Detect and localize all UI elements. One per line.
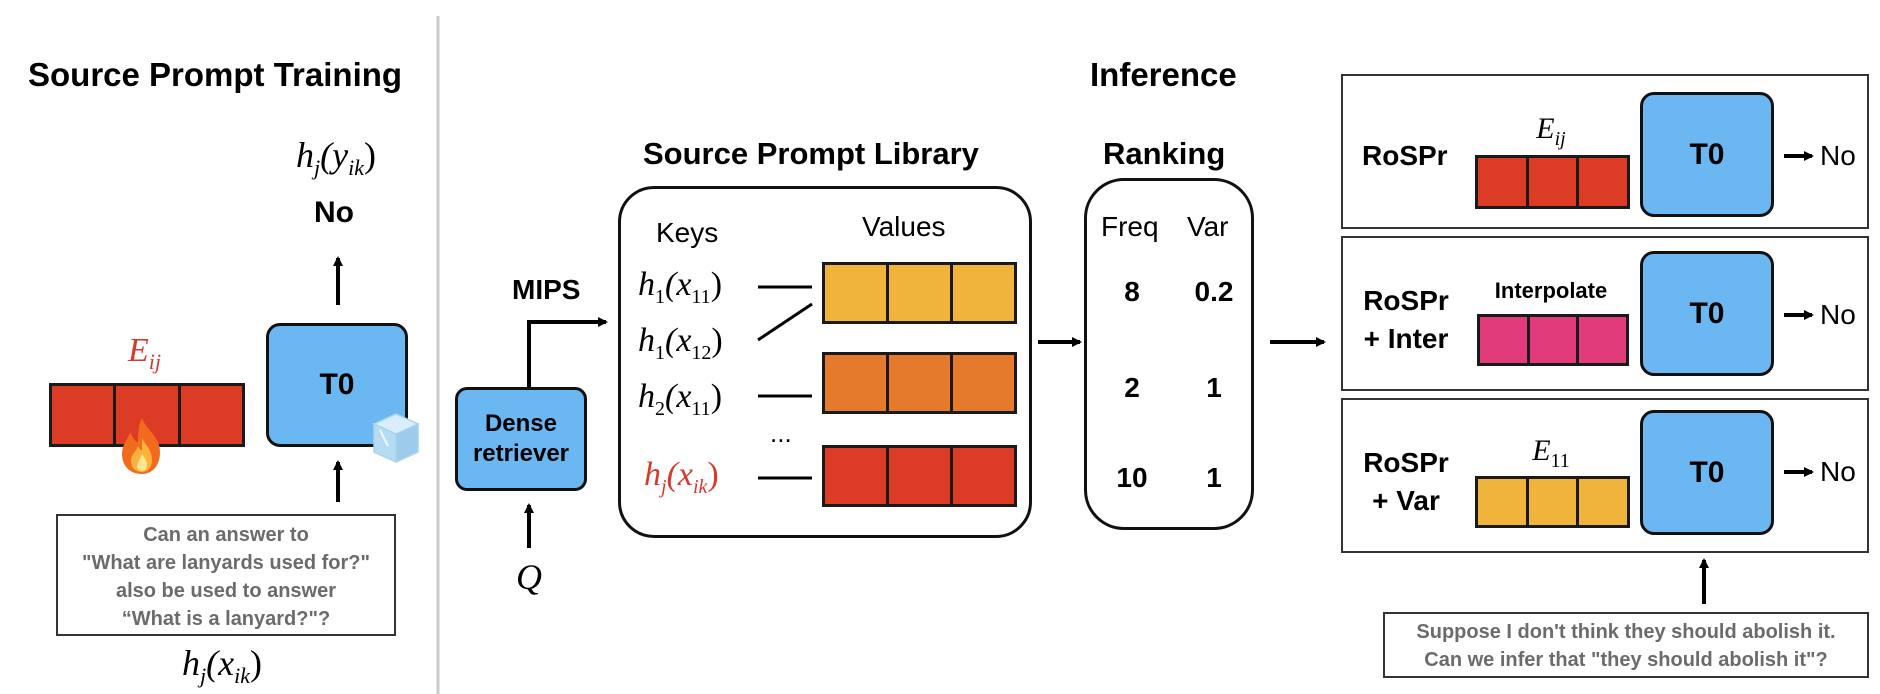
panel-rospr-var-output: No bbox=[1820, 456, 1856, 487]
inference-question-box: Suppose I don't think they should abolis… bbox=[1383, 612, 1869, 678]
panel-rospr-name: RoSPr bbox=[1362, 140, 1448, 171]
ranking-box bbox=[1084, 178, 1254, 530]
var-value: 1 bbox=[1206, 372, 1222, 403]
panel-rospr bbox=[1341, 74, 1869, 229]
fire-icon bbox=[122, 418, 160, 474]
panel-rospr-inter-prompt-label: Interpolate bbox=[1494, 278, 1608, 303]
panel-rospr-var-t0: T0 bbox=[1640, 410, 1774, 535]
library-title: Source Prompt Library bbox=[643, 136, 979, 171]
training-title: Source Prompt Training bbox=[28, 56, 403, 93]
inference-title: Inference bbox=[1090, 56, 1237, 93]
panel-rospr-var-prompt bbox=[1475, 476, 1630, 528]
panel-rospr-inter bbox=[1341, 236, 1869, 391]
prompt-embedding-label: Eij bbox=[128, 332, 162, 374]
freq-value: 8 bbox=[1124, 276, 1140, 307]
panel-rospr-prompt-label: Eij bbox=[1536, 112, 1566, 150]
panel-rospr-inter-name: RoSPr + Inter bbox=[1363, 285, 1449, 354]
kv-line-2 bbox=[757, 302, 813, 342]
key-hj-xik: hj(xik) bbox=[644, 456, 719, 498]
ice-cube-icon bbox=[372, 413, 420, 464]
question-line: Can we infer that "they should abolish i… bbox=[1424, 649, 1828, 671]
var-value: 0.2 bbox=[1194, 276, 1234, 307]
input-formula: hj(xik) bbox=[182, 643, 262, 689]
panel-rospr-output: No bbox=[1820, 140, 1856, 171]
var-value: 1 bbox=[1206, 462, 1222, 493]
panel-rospr-var-prompt-label: E11 bbox=[1532, 434, 1570, 472]
prompt-cell bbox=[180, 386, 242, 444]
arrow-mips bbox=[527, 317, 608, 388]
training-question-box: Can an answer to "What are lanyards used… bbox=[56, 514, 396, 636]
freq-value: 2 bbox=[1124, 372, 1140, 403]
key-h2-x11: h2(x11) bbox=[638, 378, 723, 420]
values-header: Values bbox=[862, 211, 946, 242]
panel-rospr-prompt bbox=[1475, 155, 1630, 209]
freq-value: 10 bbox=[1116, 462, 1148, 493]
question-line: also be used to answer bbox=[115, 580, 337, 602]
value-prompt-2 bbox=[822, 352, 1017, 414]
mips-label: MIPS bbox=[512, 274, 581, 305]
key-h1-x11: h1(x11) bbox=[638, 266, 723, 308]
question-line: "What are lanyards used for?" bbox=[82, 552, 370, 574]
panel-rospr-var-name: RoSPr + Var bbox=[1363, 447, 1449, 516]
keys-header: Keys bbox=[656, 217, 719, 248]
source-prompt-library bbox=[618, 186, 1032, 538]
dense-retriever: Dense retriever bbox=[455, 387, 587, 491]
value-prompt-1 bbox=[822, 262, 1017, 324]
question-line: Suppose I don't think they should abolis… bbox=[1416, 621, 1836, 643]
value-prompt-3 bbox=[822, 445, 1017, 507]
var-header: Var bbox=[1187, 211, 1229, 242]
panel-rospr-inter-prompt bbox=[1477, 314, 1629, 366]
question-line: Can an answer to bbox=[143, 524, 309, 546]
query-label: Q bbox=[516, 557, 542, 597]
freq-header: Freq bbox=[1101, 211, 1159, 242]
question-line: “What is a lanyard?"? bbox=[121, 608, 331, 630]
prompt-cell bbox=[52, 386, 117, 444]
library-ellipsis: ... bbox=[770, 418, 792, 448]
panel-rospr-var bbox=[1341, 398, 1869, 553]
key-h1-x12: h1(x12) bbox=[638, 322, 723, 364]
training-output: No bbox=[314, 196, 354, 229]
panel-rospr-inter-t0: T0 bbox=[1640, 251, 1774, 376]
output-formula: hj(yik) bbox=[296, 135, 376, 181]
panel-rospr-t0: T0 bbox=[1640, 92, 1774, 217]
panel-rospr-inter-output: No bbox=[1820, 299, 1856, 330]
ranking-title: Ranking bbox=[1103, 136, 1226, 171]
